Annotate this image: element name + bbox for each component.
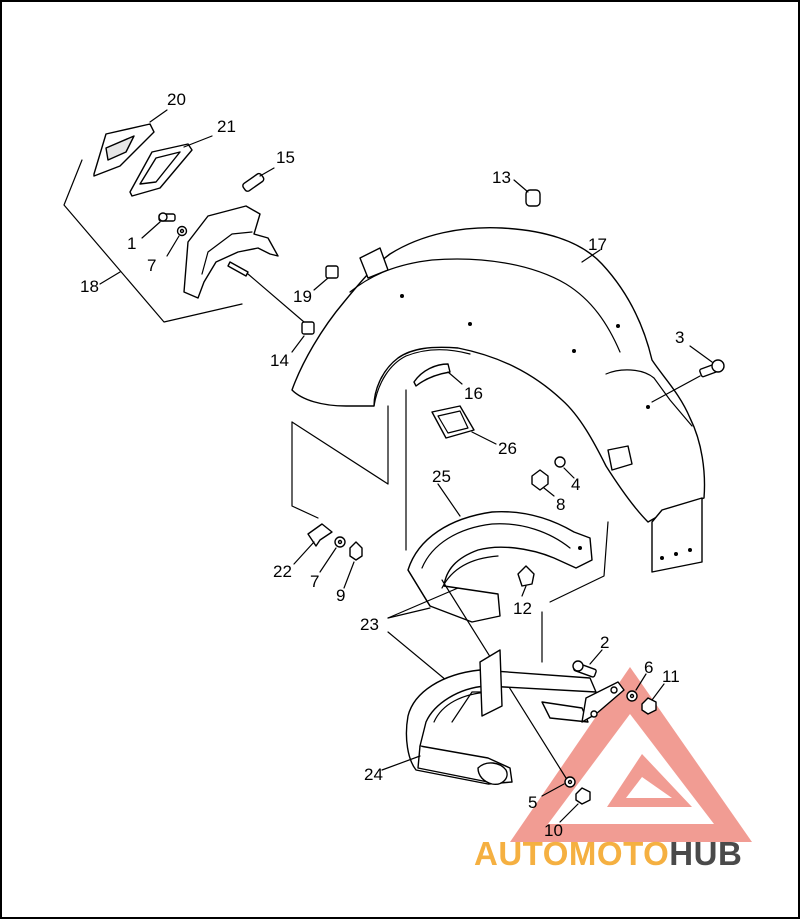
part-12-nut [517,565,535,597]
part-6-washer [626,673,647,702]
callout-17: 17 [588,235,607,254]
part-7-washer-lower [319,536,346,573]
hidden-panels [291,389,609,663]
part-20-lens [93,109,168,177]
callout-3: 3 [675,328,684,347]
part-3-bolt [651,345,725,403]
part-14-grommet [291,321,315,353]
part-21-gasket [129,135,213,197]
part-18-lamp-housing [183,205,305,323]
callout-21: 21 [217,117,236,136]
callout-6: 6 [644,658,653,677]
part-16-cover [413,363,463,387]
callout-14: 14 [270,351,289,370]
part-10-nut [559,787,591,823]
callout-19: 19 [293,287,312,306]
callout-24: 24 [364,765,383,784]
callout-26: 26 [498,439,517,458]
part-1-screw [141,212,176,239]
callout-7-upper: 7 [147,256,156,275]
callout-1: 1 [127,234,136,253]
callout-7-lower: 7 [310,572,319,591]
part-8-nut [531,469,555,497]
part-19-grommet [313,265,339,291]
callout-16: 16 [464,384,483,403]
callout-25: 25 [432,467,451,486]
callout-labels: 1 2 3 4 5 6 7 7 8 9 10 11 12 13 14 15 16… [80,90,684,840]
part-15-bulb [242,167,275,192]
callout-22: 22 [273,562,292,581]
part-2-bolt [572,649,603,678]
part-17-fender [291,227,706,573]
part-7-washer-upper [166,225,188,257]
part-24-rack [381,649,625,785]
part-22-clip [293,523,333,565]
callout-15: 15 [276,148,295,167]
callout-23: 23 [360,615,379,634]
callout-8: 8 [556,495,565,514]
part-25-bracket [407,483,593,623]
callout-5: 5 [528,793,537,812]
watermark-moto: MOTO [568,835,670,872]
watermark-text: AUTOMOTOHUB [474,835,742,873]
callout-12: 12 [513,599,532,618]
callout-18: 18 [80,277,99,296]
part-13-spacer [513,179,541,207]
part-9-nut [343,541,363,589]
callout-13: 13 [492,168,511,187]
part-26-reflector [431,405,497,445]
callout-20: 20 [167,90,186,109]
callout-9: 9 [336,586,345,605]
callout-11: 11 [662,667,680,686]
part-5-washer [541,776,576,797]
watermark-auto: AUTO [474,835,569,872]
callout-2: 2 [600,633,609,652]
part-4-washer [554,456,575,479]
callout-4: 4 [571,475,580,494]
group-18-bracket [63,159,243,323]
watermark-hub: HUB [669,835,743,872]
part-11-nut [641,683,665,715]
callout-10: 10 [544,821,563,840]
